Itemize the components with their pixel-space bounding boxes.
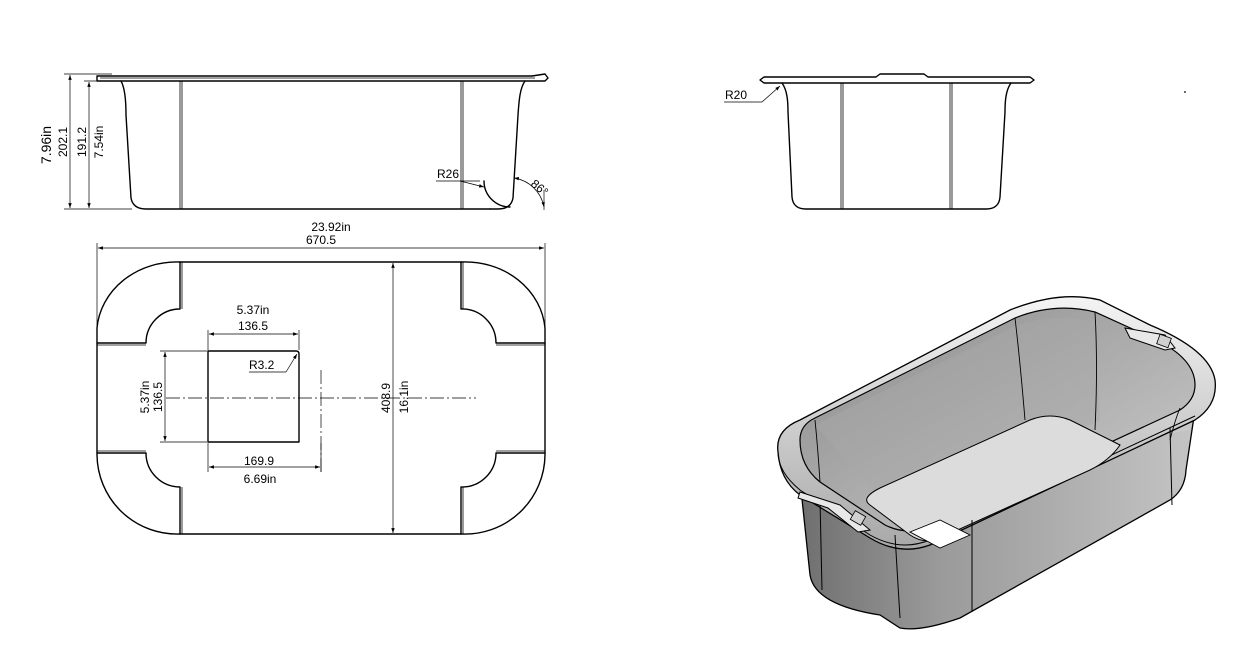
isometric-tub-render: [777, 296, 1216, 630]
front-radius-label: R26: [437, 167, 459, 181]
front-view: [64, 73, 549, 210]
top-width-in: 16.1in: [397, 381, 411, 414]
front-height-in: 7.96in: [38, 126, 54, 164]
top-width-mm: 408.9: [379, 383, 393, 413]
cutout-width-in: 5.37in: [237, 303, 270, 317]
cutout-offset-in: 6.69in: [244, 472, 277, 486]
cutout-height-in: 5.37in: [138, 381, 152, 414]
top-length-in: 23.92in: [311, 220, 350, 234]
top-view: [96, 243, 546, 535]
side-view: [724, 73, 1186, 210]
cutout-width-mm: 136.5: [238, 319, 268, 333]
cutout-offset-mm: 169.9: [244, 454, 274, 468]
top-length-mm: 670.5: [306, 233, 336, 247]
cutout-height-mm: 136.5: [151, 382, 165, 412]
cutout-radius-label: R3.2: [249, 358, 275, 372]
front-inner-height-in: 7.54in: [92, 126, 106, 159]
front-inner-height-mm: 191.2: [75, 127, 89, 157]
front-angle-label: 86°: [528, 177, 551, 200]
front-height-mm: 202.1: [56, 127, 70, 157]
side-radius-label: R20: [725, 88, 747, 102]
